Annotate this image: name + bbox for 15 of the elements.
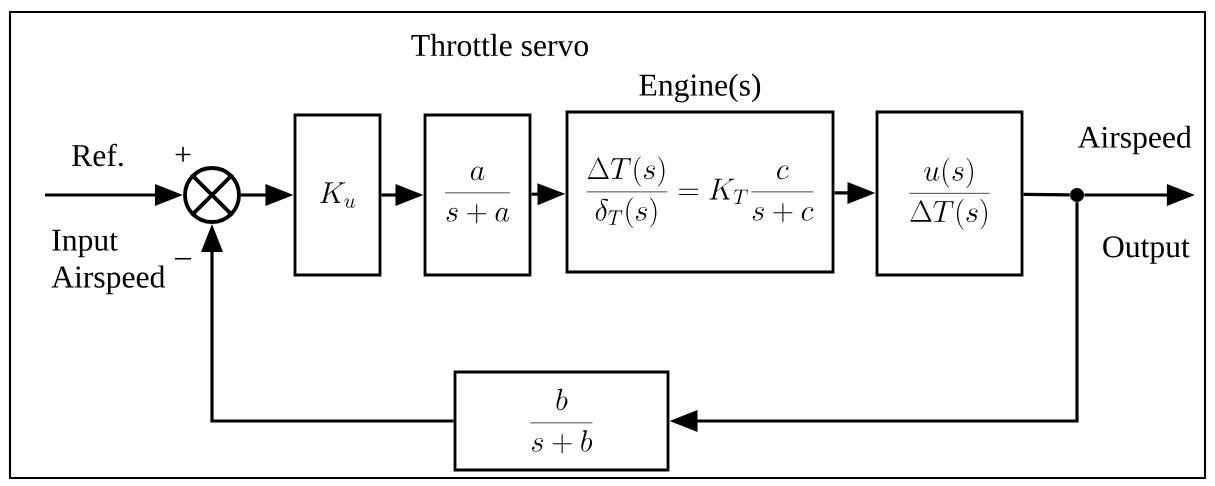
sign-label: + <box>175 147 191 162</box>
signal-label: Ref. <box>72 143 123 167</box>
signal-label: Airspeed <box>1077 125 1192 155</box>
block-box: $\frac{a}{s + a}$ <box>423 113 532 277</box>
summing-junction <box>183 166 241 224</box>
block-box: $K_u$ <box>293 113 382 277</box>
signal-label: Input Airspeed <box>51 229 165 295</box>
sign-label: – <box>174 257 192 260</box>
block-caption: Throttle servo <box>411 33 588 57</box>
junction-dot <box>1070 188 1084 202</box>
block-title: Engine(s) <box>639 73 761 103</box>
block-box: $\frac{b}{s + b}$ <box>453 370 670 472</box>
signal-label: Output <box>1103 236 1190 264</box>
block-box: $\frac{\Delta T(s)}{\delta_T(s)} = K_T\frac{c}{s + c}$ <box>565 110 835 274</box>
block-box: $\frac{u(s)}{\Delta T(s)}$ <box>875 110 1024 277</box>
